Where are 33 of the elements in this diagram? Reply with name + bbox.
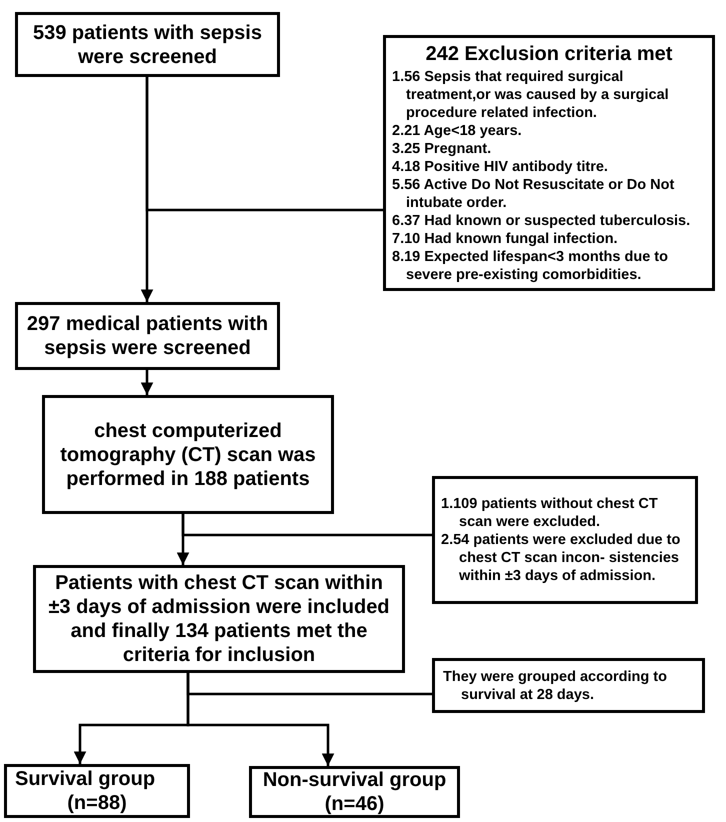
box-text: 1.56 Sepsis that required surgical treatment,or was caused by a surgical procedure related infection. — [392, 68, 670, 122]
box-text: Survival group — [15, 767, 156, 791]
box-text: 539 patients with sepsis were screened — [32, 20, 263, 68]
box-text: Patients with chest CT scan within ±3 days of admission were included and finally 134 patients met the criteria for inclusion — [47, 571, 391, 667]
process-box — [42, 395, 334, 514]
box-text: chest computerized tomography (CT) scan was performed in 188 patients — [59, 418, 317, 490]
arrow — [140, 370, 154, 395]
process-box — [33, 565, 405, 673]
box-text: Non-survival group — [262, 768, 448, 792]
box-text: 2.54 patients were excluded due to chest CT scan incon- sistencies within ±3 days of admission. — [441, 531, 682, 585]
box-heading: 242 Exclusion criteria met — [424, 42, 674, 66]
process-box — [4, 764, 190, 818]
box-text: 5.56 Active Do Not Resuscitate or Do Not intubate order. — [392, 176, 676, 212]
connector-line — [146, 77, 383, 212]
process-box — [383, 35, 715, 291]
box-text: 8.19 Expected lifespan<3 months due to severe pre-existing comorbidities. — [392, 248, 669, 284]
box-text: (n=88) — [66, 791, 128, 815]
process-box — [15, 302, 280, 370]
connector-line — [182, 514, 432, 536]
process-box — [249, 766, 460, 818]
box-text: 7.10 Had known fungal infection. — [392, 230, 619, 248]
process-box — [432, 476, 698, 604]
box-text: 4.18 Positive HIV antibody titre. — [392, 158, 609, 176]
process-box — [15, 12, 280, 77]
box-text: (n=46) — [324, 792, 386, 816]
box-text: 6.37 Had known or suspected tuberculosis. — [392, 212, 692, 230]
box-text: They were grouped according to survival at 28 days. — [443, 668, 668, 704]
box-text: 3.25 Pregnant. — [392, 140, 492, 158]
process-box — [432, 658, 705, 713]
box-text: 1.109 patients without chest CT scan were excluded. — [441, 495, 659, 531]
box-text: 2.21 Age<18 years. — [392, 122, 523, 140]
box-text: 297 medical patients with sepsis were screened — [26, 312, 270, 360]
arrow — [186, 673, 334, 766]
